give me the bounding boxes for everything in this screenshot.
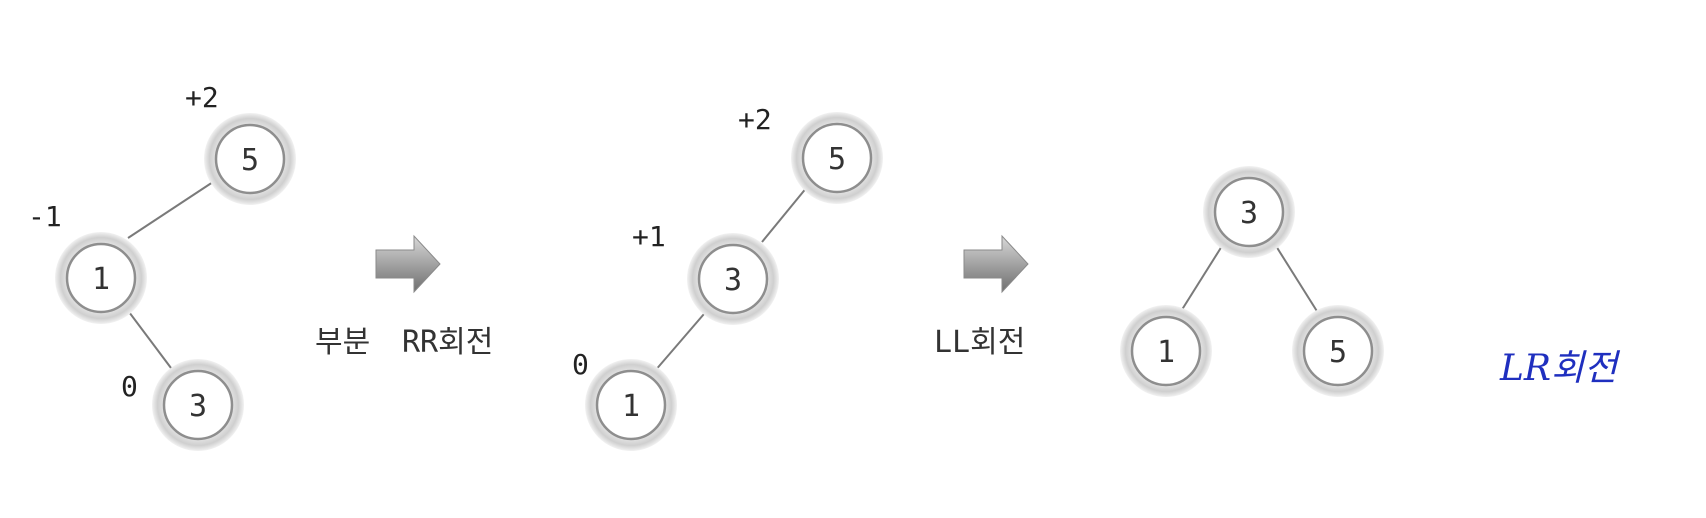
tree-node-5: 5 — [1292, 305, 1384, 397]
step-label-rotation: RR회전 — [402, 325, 493, 360]
balance-factor: +2 — [185, 81, 219, 114]
balance-factor: +1 — [632, 220, 666, 253]
node-value: 1 — [1157, 335, 1175, 370]
edge-3-1 — [1177, 245, 1223, 317]
rotation-type-note: LR회전 — [1499, 348, 1621, 389]
panel-before: 5 1 3 +2 -1 0 — [28, 81, 296, 451]
balance-factor: 0 — [121, 370, 138, 403]
tree-node-3: 3 — [1203, 166, 1295, 258]
edge-5-3 — [761, 180, 813, 243]
node-value: 3 — [724, 263, 742, 298]
node-value: 1 — [92, 262, 110, 297]
transition-arrow-2 — [963, 234, 1029, 294]
node-value: 3 — [1240, 196, 1258, 231]
tree-node-1: 1 — [1120, 305, 1212, 397]
tree-node-1: 1 — [55, 232, 147, 324]
node-value: 5 — [241, 143, 259, 178]
tree-node-5: 5 — [791, 112, 883, 204]
tree-node-5: 5 — [204, 113, 296, 205]
edge-3-1 — [653, 306, 711, 373]
node-value: 5 — [1329, 335, 1347, 370]
tree-node-1: 1 — [585, 359, 677, 451]
step-label-korean: 부분 — [315, 325, 370, 360]
panel-after-rr: 5 3 1 +2 +1 0 — [572, 103, 883, 451]
node-value: 1 — [622, 389, 640, 424]
transition-arrow-1 — [375, 234, 441, 294]
balance-factor: 0 — [572, 348, 589, 381]
balance-factor: -1 — [28, 200, 62, 233]
edge-5-1 — [127, 179, 217, 239]
tree-node-3: 3 — [687, 233, 779, 325]
node-value: 3 — [189, 389, 207, 424]
edge-3-5 — [1275, 245, 1321, 317]
step-label-1: 부분 RR회전 — [315, 325, 493, 360]
node-value: 5 — [828, 142, 846, 177]
panel-after-ll: 3 1 5 — [1120, 166, 1384, 397]
tree-node-3: 3 — [152, 359, 244, 451]
balance-factor: +2 — [738, 103, 772, 136]
step-label-2: LL회전 — [934, 325, 1025, 360]
